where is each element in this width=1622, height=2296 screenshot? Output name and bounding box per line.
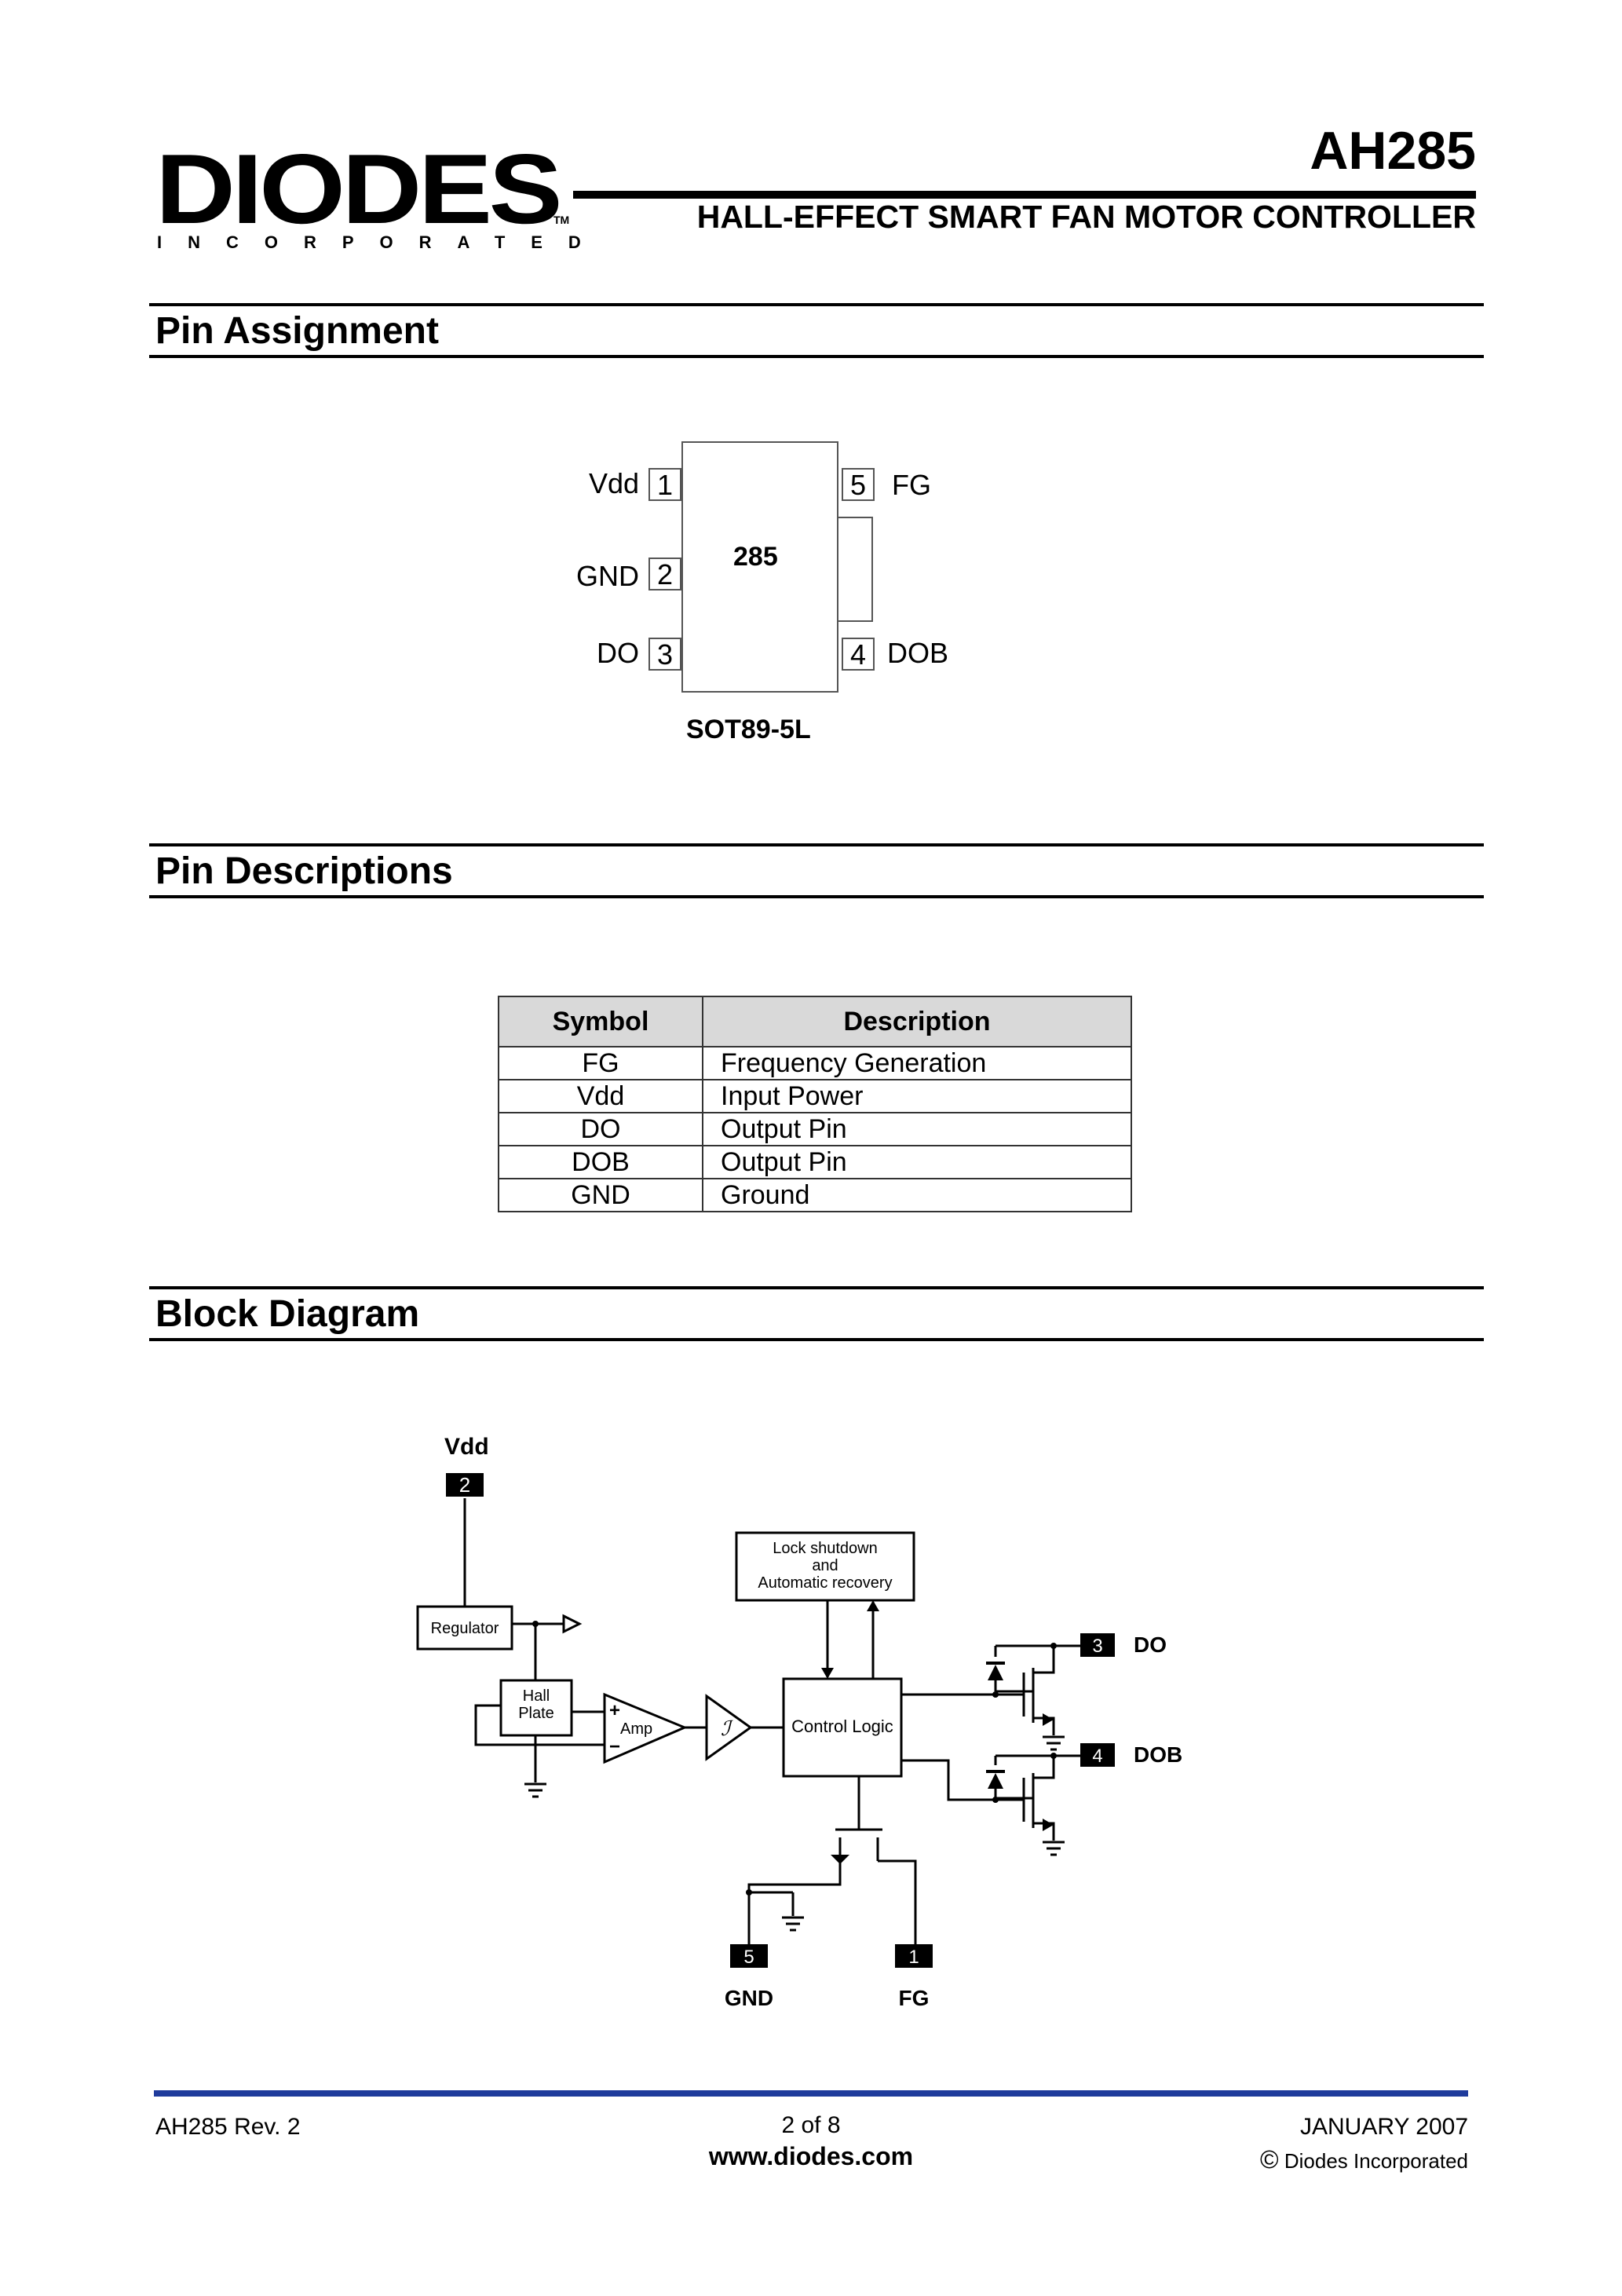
pin-description-table: Symbol Description FG Frequency Generati… <box>498 996 1132 1212</box>
regulator-block <box>416 1605 513 1651</box>
vdd-label: Vdd <box>444 1434 489 1460</box>
table-cell-description: Frequency Generation <box>702 1046 1132 1080</box>
amp-label: Amp <box>620 1720 652 1738</box>
pin-box-vdd <box>446 1473 484 1497</box>
table-cell-description: Output Pin <box>702 1112 1132 1146</box>
amp-minus-sign: − <box>609 1736 620 1757</box>
fg-label: FG <box>899 1986 930 2010</box>
website-url: www.diodes.com <box>708 2142 914 2170</box>
table-header-row: Symbol Description <box>498 996 1132 1047</box>
section-top-rule <box>149 303 1484 306</box>
document-revision: AH285 Rev. 2 <box>155 2114 301 2140</box>
dob-pin-number: 4 <box>1092 1746 1102 1767</box>
dob-label: DOB <box>1134 1742 1182 1767</box>
table-cell-symbol: FG <box>498 1046 703 1080</box>
pin-number-3: 3 <box>648 638 681 671</box>
lock-label-line2: and <box>812 1557 838 1574</box>
do-pin-number: 3 <box>1092 1636 1102 1657</box>
section-title-block-diagram: Block Diagram <box>155 1293 420 1335</box>
gnd-pin-number: 5 <box>743 1947 754 1968</box>
section-bottom-rule <box>149 895 1484 898</box>
fg-pin-number: 1 <box>908 1947 919 1968</box>
package-tab <box>838 517 873 622</box>
control-logic-label: Control Logic <box>791 1717 893 1736</box>
pin-box-do <box>1080 1633 1115 1657</box>
pin-name-2: GND <box>576 560 639 592</box>
pin-number-5: 5 <box>842 468 875 501</box>
package-name: SOT89-5L <box>686 715 811 744</box>
table-cell-symbol: GND <box>498 1178 703 1212</box>
pin-name-4: DOB <box>887 637 949 669</box>
pin-name-5: FG <box>892 469 931 501</box>
company-name: Diodes Incorporated <box>1284 2149 1468 2173</box>
control-logic-block <box>782 1677 903 1778</box>
pin-box-fg <box>895 1944 933 1968</box>
hall-label-line1: Hall <box>523 1687 550 1705</box>
header-rule <box>573 191 1476 199</box>
section-top-rule <box>149 843 1484 846</box>
pin-number-2: 2 <box>648 558 681 590</box>
column-header-description: Description <box>702 996 1132 1047</box>
table-cell-symbol: DOB <box>498 1145 703 1179</box>
amp-block <box>603 1692 688 1764</box>
amp-plus-sign: + <box>609 1700 620 1721</box>
page-number: 2 of 8 <box>781 2112 841 2138</box>
table-row: GND Ground <box>498 1178 1132 1212</box>
do-label: DO <box>1134 1632 1167 1657</box>
copyright-symbol: © <box>1260 2145 1279 2174</box>
company-logo: DIODES <box>155 133 563 244</box>
schmitt-symbol: ℐ <box>721 1717 733 1740</box>
pin-number-1: 1 <box>648 468 681 501</box>
table-cell-description: Input Power <box>702 1079 1132 1113</box>
section-title-pin-assignment: Pin Assignment <box>155 310 439 352</box>
document-subtitle: HALL-EFFECT SMART FAN MOTOR CONTROLLER <box>696 199 1476 235</box>
trademark-mark: TM <box>553 214 570 226</box>
part-number: AH285 <box>1310 121 1476 181</box>
section-bottom-rule <box>149 355 1484 358</box>
table-row: Vdd Input Power <box>498 1079 1132 1113</box>
pin-box-gnd <box>730 1944 768 1968</box>
table-cell-symbol: Vdd <box>498 1079 703 1113</box>
lock-label-line1: Lock shutdown <box>773 1540 877 1557</box>
pin-name-1: Vdd <box>588 467 639 499</box>
copyright-line: © Diodes Incorporated <box>1260 2145 1468 2174</box>
company-logo-subtitle: INCORPORATED <box>157 232 607 252</box>
pin-name-3: DO <box>597 637 639 669</box>
pin-number-4: 4 <box>842 638 875 671</box>
pin-box-dob <box>1080 1743 1115 1767</box>
package-marking: 285 <box>733 542 778 572</box>
table-cell-description: Ground <box>702 1178 1132 1212</box>
schmitt-trigger-block <box>705 1694 753 1761</box>
regulator-label: Regulator <box>431 1620 499 1637</box>
column-header-symbol: Symbol <box>498 996 703 1047</box>
footer-rule <box>154 2090 1468 2097</box>
publication-date: JANUARY 2007 <box>1299 2114 1468 2140</box>
section-bottom-rule <box>149 1338 1484 1341</box>
table-row: DOB Output Pin <box>498 1145 1132 1179</box>
section-title-pin-descriptions: Pin Descriptions <box>155 850 453 892</box>
section-top-rule <box>149 1286 1484 1289</box>
lock-shutdown-block <box>735 1531 915 1602</box>
package-body <box>681 441 838 693</box>
vdd-pin-number: 2 <box>459 1473 470 1497</box>
table-row: FG Frequency Generation <box>498 1046 1132 1080</box>
table-cell-description: Output Pin <box>702 1145 1132 1179</box>
lock-label-line3: Automatic recovery <box>758 1574 892 1592</box>
table-cell-symbol: DO <box>498 1112 703 1146</box>
hall-label-line2: Plate <box>518 1705 554 1722</box>
table-row: DO Output Pin <box>498 1112 1132 1146</box>
gnd-label: GND <box>725 1986 773 2010</box>
